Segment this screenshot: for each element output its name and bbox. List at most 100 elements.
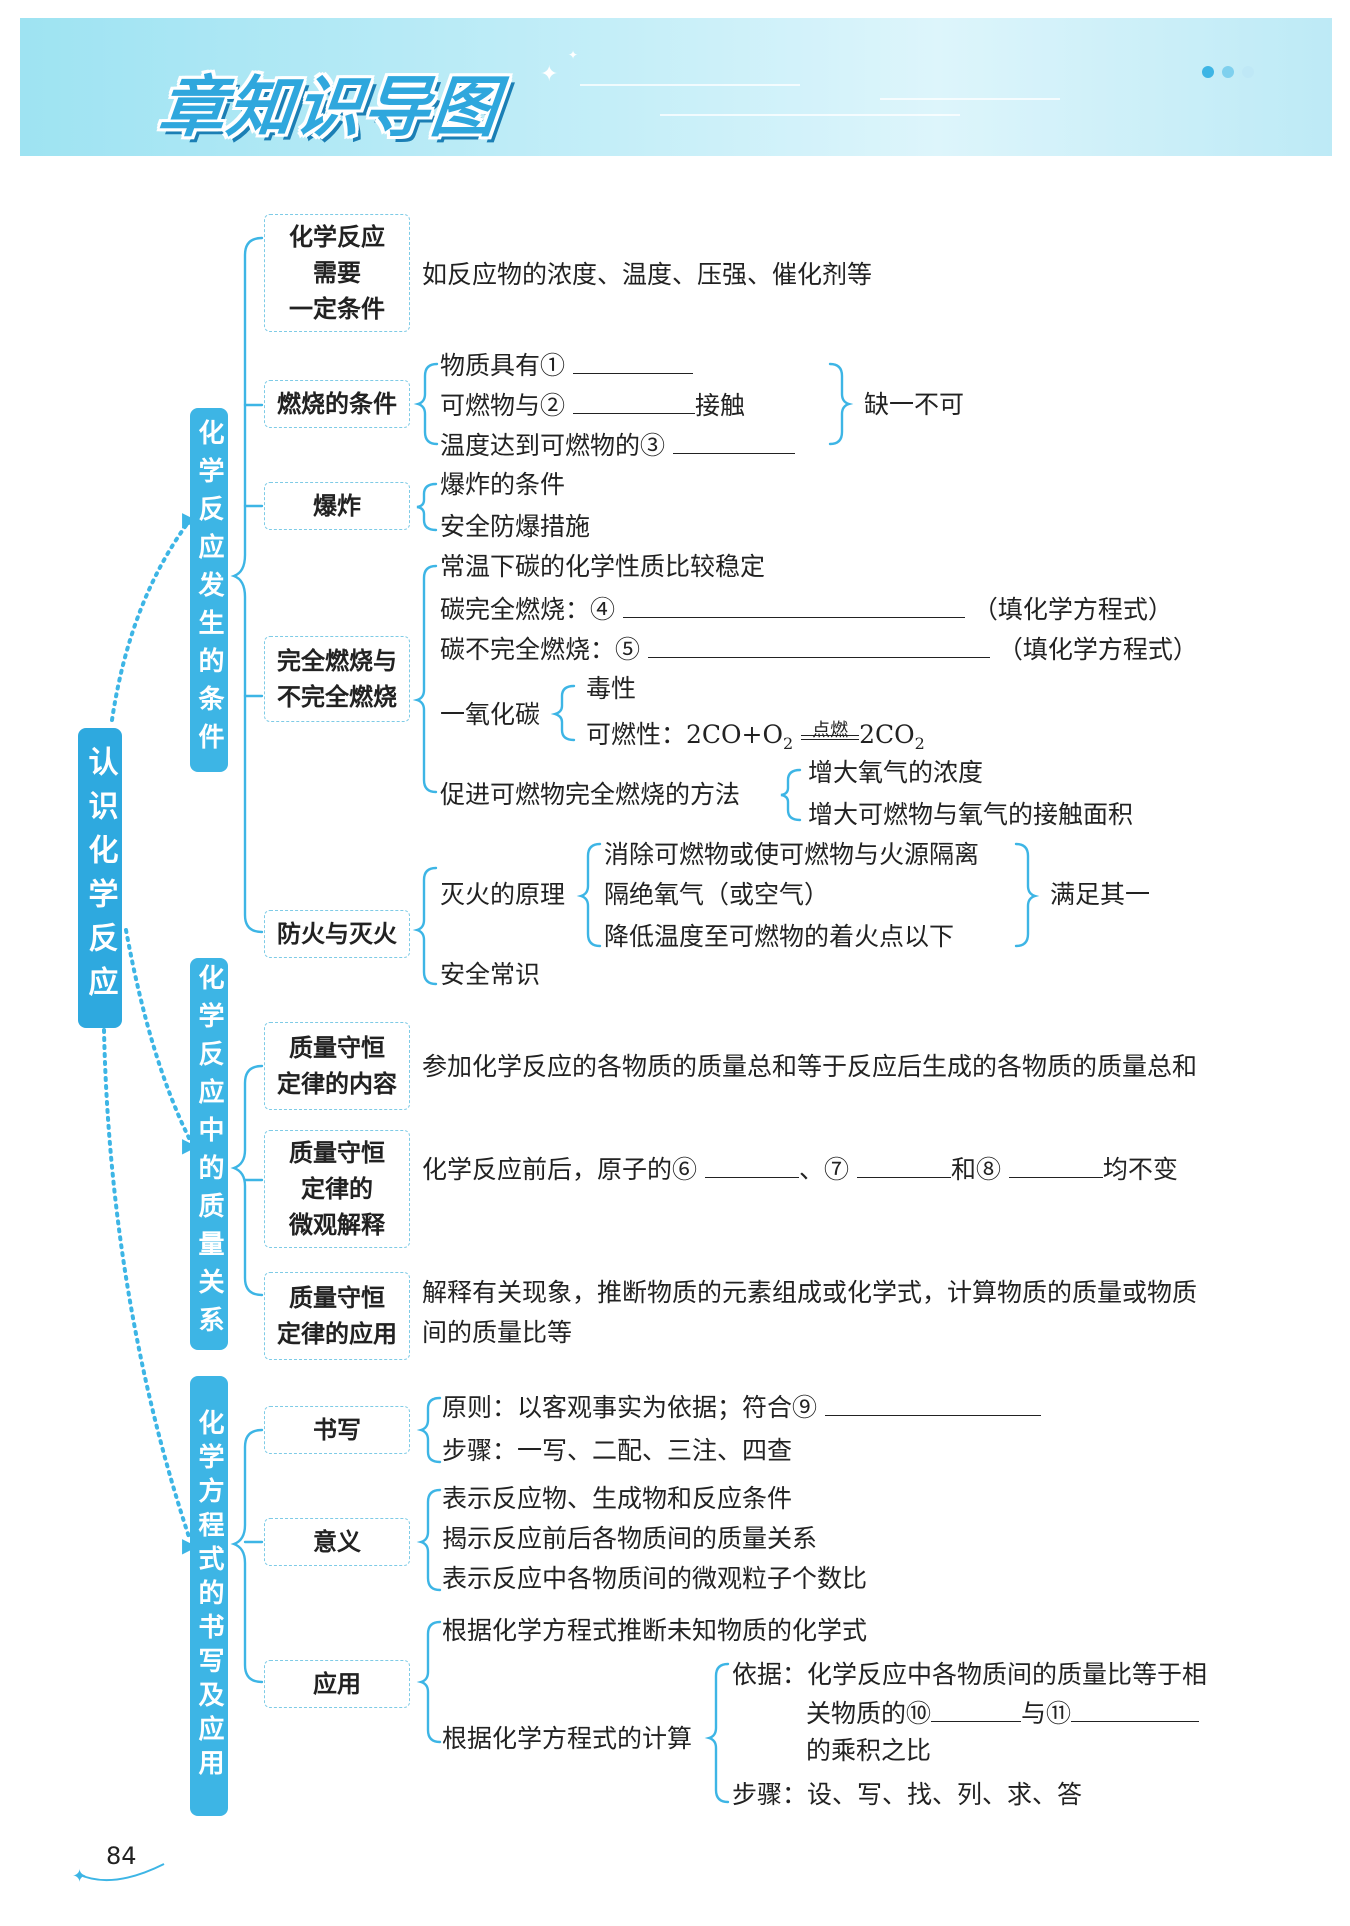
application-infer: 根据化学方程式推断未知物质的化学式 <box>442 1616 868 1645</box>
topic-label: 爆炸 <box>313 492 361 520</box>
carbon-complete: 碳完全燃烧：④ （填化学方程式） <box>440 594 1173 624</box>
principle-item-1: 消除可燃物或使可燃物与火源隔离 <box>604 840 980 869</box>
page-number-decor: ✦ <box>72 1863 165 1887</box>
topic-box-law-micro: 质量守恒 定律的 微观解释 <box>264 1130 410 1248</box>
topic-box-writing: 书写 <box>264 1406 410 1454</box>
topic-label-line: 化学反应 <box>289 223 385 251</box>
section-pill-3: 化学方程式的书写及应用 <box>190 1376 228 1816</box>
header-banner: 章知识导图 ✦ ✦ <box>20 18 1332 156</box>
topic-label: 燃烧的条件 <box>277 390 397 418</box>
decor-streak <box>880 98 1060 100</box>
svg-text:✦: ✦ <box>72 1866 87 1887</box>
topic-label: 应用 <box>313 1670 361 1698</box>
section-pill-1: 化学反应发生的条件 <box>190 408 228 772</box>
topic-box-combustion: 完全燃烧与 不完全燃烧 <box>264 636 410 722</box>
topic-label-line: 不完全燃烧 <box>277 683 397 711</box>
application-calc: 根据化学方程式的计算 <box>442 1724 693 1753</box>
topic-label-line: 质量守恒 <box>289 1139 385 1167</box>
calc-basis-line-3: 的乘积之比 <box>806 1736 932 1765</box>
carbon-stable: 常温下碳的化学性质比较稳定 <box>440 552 766 581</box>
explosion-item-2: 安全防爆措施 <box>440 512 591 541</box>
answer-blank-5[interactable] <box>647 634 990 658</box>
principle-item-3: 降低温度至可燃物的着火点以下 <box>604 922 955 951</box>
law-micro-content: 化学反应前后，原子的⑥ 、⑦ 和⑧ 均不变 <box>422 1154 1178 1184</box>
answer-blank-8[interactable] <box>1008 1154 1103 1178</box>
topic-box-application: 应用 <box>264 1660 410 1708</box>
answer-blank-11[interactable] <box>1071 1698 1200 1722</box>
topic-label: 防火与灭火 <box>277 920 397 948</box>
co-toxic: 毒性 <box>586 674 637 703</box>
meaning-item-2: 揭示反应前后各物质间的质量关系 <box>442 1524 818 1553</box>
section-label: 化学反应发生的条件 <box>194 419 224 761</box>
topic-label: 书写 <box>313 1416 361 1444</box>
answer-blank-1[interactable] <box>572 350 693 374</box>
section-label: 化学方程式的书写及应用 <box>194 1409 224 1783</box>
safety-knowledge: 安全常识 <box>440 960 541 989</box>
answer-blank-7[interactable] <box>856 1154 951 1178</box>
section-pill-2: 化学反应中的质量关系 <box>190 958 228 1350</box>
sparkle-icon: ✦ <box>540 62 559 87</box>
decor-streak <box>580 84 800 86</box>
topic-label-line: 需要 <box>313 259 361 287</box>
topic-box-meaning: 意义 <box>264 1518 410 1566</box>
topic-label-line: 定律的 <box>301 1175 373 1203</box>
explosion-item-1: 爆炸的条件 <box>440 470 566 499</box>
answer-blank-2[interactable] <box>572 390 695 414</box>
answer-blank-6[interactable] <box>704 1154 799 1178</box>
carbon-incomplete: 碳不完全燃烧：⑤ （填化学方程式） <box>440 634 1198 664</box>
principle-item-2: 隔绝氧气（或空气） <box>604 880 830 909</box>
section-label: 化学反应中的质量关系 <box>194 964 224 1344</box>
calc-steps: 步骤：设、写、找、列、求、答 <box>732 1780 1083 1809</box>
brace-section1 <box>230 236 264 934</box>
topic-label-line: 质量守恒 <box>289 1284 385 1312</box>
burning-item-3: 温度达到可燃物的③ <box>440 430 795 461</box>
sparkle-icon: ✦ <box>568 48 579 62</box>
writing-steps: 步骤：一写、二配、三注、四查 <box>442 1436 793 1465</box>
answer-blank-9[interactable] <box>824 1392 1041 1416</box>
topic-label-line: 质量守恒 <box>289 1034 385 1062</box>
decor-streak <box>660 114 960 116</box>
topic-box-fire: 防火与灭火 <box>264 910 410 958</box>
law-content: 参加化学反应的各物质的质量总和等于反应后生成的各物质的质量总和 <box>422 1052 1198 1081</box>
co-label: 一氧化碳 <box>440 700 541 729</box>
meaning-item-1: 表示反应物、生成物和反应条件 <box>442 1484 793 1513</box>
principle-label: 灭火的原理 <box>440 880 566 909</box>
page-number: 84 <box>106 1842 137 1870</box>
decor-dots <box>1202 66 1254 78</box>
burning-item-1: 物质具有① <box>440 350 693 381</box>
topic-label-line: 完全燃烧与 <box>277 647 397 675</box>
answer-blank-4[interactable] <box>622 594 965 618</box>
topic-label-line: 定律的应用 <box>277 1320 397 1348</box>
burning-item-2: 可燃物与② 接触 <box>440 390 745 420</box>
topic-box-law-application: 质量守恒 定律的应用 <box>264 1272 410 1360</box>
topic-box-law-content: 质量守恒 定律的内容 <box>264 1022 410 1110</box>
burning-summary: 缺一不可 <box>864 390 965 419</box>
dot-icon <box>1222 66 1234 78</box>
co-flammable: 可燃性：2CO+O2 点燃 2CO2 <box>586 720 925 753</box>
answer-blank-10[interactable] <box>931 1698 1022 1722</box>
topic-label-line: 微观解释 <box>289 1211 385 1239</box>
calc-basis-line-1: 依据：化学反应中各物质间的质量比等于相 <box>732 1660 1208 1689</box>
dot-icon <box>1242 66 1254 78</box>
writing-principle: 原则：以客观事实为依据；符合⑨ <box>442 1392 1041 1423</box>
principle-summary: 满足其一 <box>1050 880 1151 909</box>
topic-box-explosion: 爆炸 <box>264 482 410 530</box>
promote-item-2: 增大可燃物与氧气的接触面积 <box>808 800 1134 829</box>
root-label: 认识化学反应 <box>82 746 118 1010</box>
promote-label: 促进可燃物完全燃烧的方法 <box>440 780 741 809</box>
topic-box-burning: 燃烧的条件 <box>264 380 410 428</box>
law-application-line-1: 解释有关现象，推断物质的元素组成或化学式，计算物质的质量或物质 <box>422 1278 1198 1307</box>
promote-item-1: 增大氧气的浓度 <box>808 758 984 787</box>
topic-box-conditions: 化学反应 需要 一定条件 <box>264 214 410 332</box>
topic-label-line: 定律的内容 <box>277 1070 397 1098</box>
root-pill: 认识化学反应 <box>78 728 122 1028</box>
conditions-content: 如反应物的浓度、温度、压强、催化剂等 <box>422 260 873 289</box>
meaning-item-3: 表示反应中各物质间的微观粒子个数比 <box>442 1564 868 1593</box>
dot-icon <box>1202 66 1214 78</box>
law-application-line-2: 间的质量比等 <box>422 1318 573 1347</box>
topic-label-line: 一定条件 <box>289 295 385 323</box>
answer-blank-3[interactable] <box>672 430 795 454</box>
topic-label: 意义 <box>313 1528 361 1556</box>
